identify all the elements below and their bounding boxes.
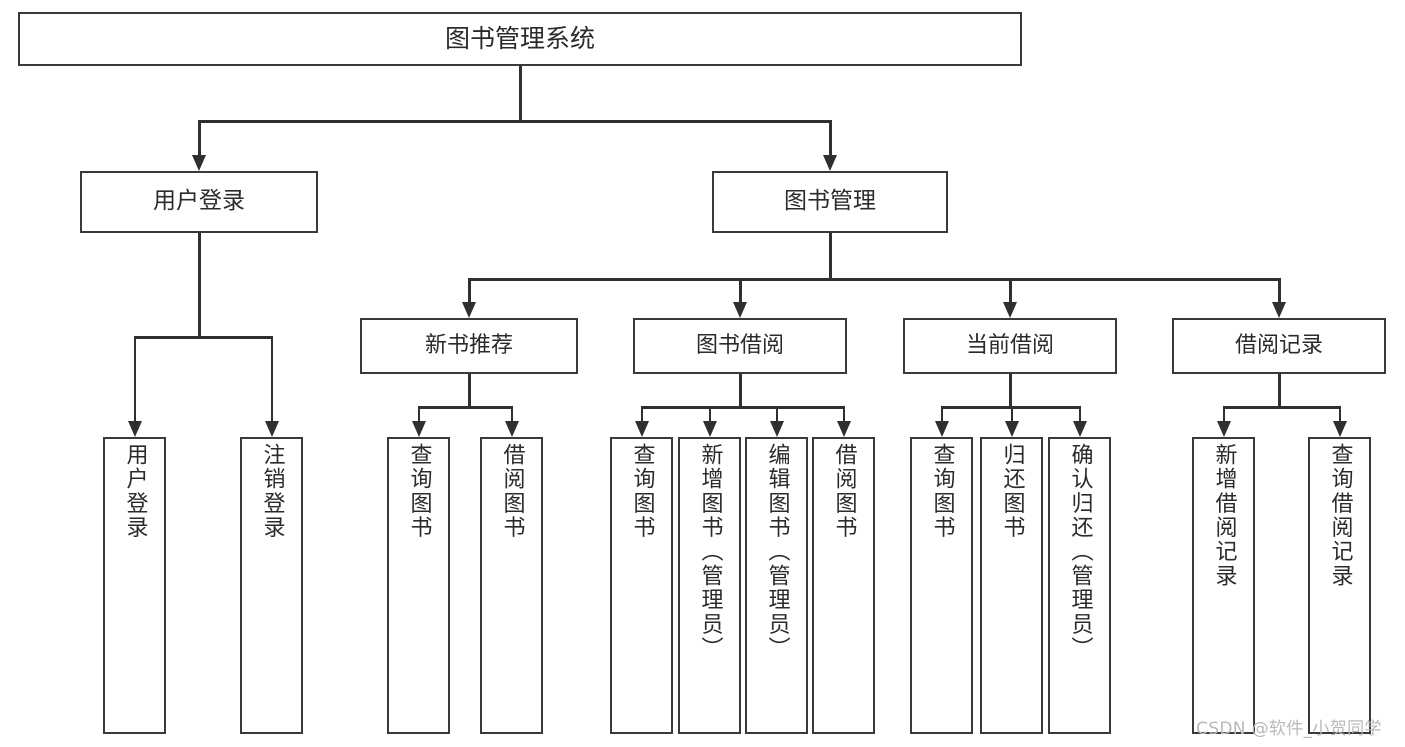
- node-leaf-add-book[interactable]: 新增图书（管理员）: [678, 437, 741, 734]
- node-label-book-manage: 图书管理: [784, 188, 876, 215]
- arrowhead-icon: [192, 155, 206, 171]
- connector-vertical: [1278, 374, 1281, 406]
- node-label-leaf-query-record: 查询借阅记录: [1327, 443, 1353, 589]
- node-label-leaf-add-record: 新增借阅记录: [1211, 443, 1237, 589]
- node-label-leaf-edit-book: 编辑图书（管理员）: [764, 443, 790, 661]
- node-label-leaf-return-book: 归还图书: [999, 443, 1025, 540]
- connector-vertical: [468, 278, 471, 302]
- arrowhead-icon: [1216, 421, 1231, 437]
- connector-vertical: [1010, 406, 1013, 421]
- node-label-borrow-record: 借阅记录: [1234, 333, 1323, 359]
- node-label-leaf-query-book-1: 查询图书: [406, 443, 432, 540]
- connector-vertical: [1338, 406, 1341, 421]
- node-leaf-borrow-book-1[interactable]: 借阅图书: [480, 437, 543, 734]
- arrowhead-icon: [702, 421, 717, 437]
- arrowhead-icon: [1332, 421, 1347, 437]
- node-current-borrow[interactable]: 当前借阅: [903, 318, 1117, 374]
- connector-vertical: [708, 406, 711, 421]
- connector-vertical: [842, 406, 845, 421]
- node-leaf-query-book-1[interactable]: 查询图书: [387, 437, 450, 734]
- arrowhead-icon: [1072, 421, 1087, 437]
- node-book-manage[interactable]: 图书管理: [712, 171, 948, 233]
- connector-vertical: [270, 336, 273, 421]
- arrowhead-icon: [836, 421, 851, 437]
- node-leaf-return-book[interactable]: 归还图书: [980, 437, 1043, 734]
- node-leaf-add-record[interactable]: 新增借阅记录: [1192, 437, 1255, 734]
- connector-vertical: [1278, 278, 1281, 302]
- connector-vertical: [775, 406, 778, 421]
- node-leaf-user-login[interactable]: 用户登录: [103, 437, 166, 734]
- connector-vertical: [829, 120, 832, 155]
- connector-horizontal: [469, 278, 1279, 281]
- arrowhead-icon: [462, 302, 476, 318]
- node-leaf-query-record[interactable]: 查询借阅记录: [1308, 437, 1371, 734]
- node-label-root: 图书管理系统: [444, 24, 595, 54]
- connector-vertical: [133, 336, 136, 421]
- node-label-leaf-user-login: 用户登录: [122, 443, 148, 540]
- connector-vertical: [198, 120, 201, 155]
- node-label-current-borrow: 当前借阅: [965, 333, 1054, 359]
- connector-horizontal: [418, 406, 512, 409]
- connector-vertical: [739, 278, 742, 302]
- arrowhead-icon: [1272, 302, 1286, 318]
- arrowhead-icon: [264, 421, 279, 437]
- connector-vertical: [519, 66, 522, 120]
- node-label-leaf-confirm-return: 确认归还（管理员）: [1067, 443, 1093, 661]
- node-label-leaf-borrow-book-1: 借阅图书: [499, 443, 525, 540]
- node-book-borrow[interactable]: 图书借阅: [633, 318, 847, 374]
- node-leaf-query-book-2[interactable]: 查询图书: [610, 437, 673, 734]
- connector-horizontal: [199, 120, 830, 123]
- node-leaf-query-book-3[interactable]: 查询图书: [910, 437, 973, 734]
- arrowhead-icon: [934, 421, 949, 437]
- node-label-user-login: 用户登录: [153, 188, 245, 215]
- arrowhead-icon: [504, 421, 519, 437]
- connector-vertical: [1009, 374, 1012, 406]
- arrowhead-icon: [411, 421, 426, 437]
- arrowhead-icon: [127, 421, 142, 437]
- node-label-leaf-query-book-3: 查询图书: [929, 443, 955, 540]
- node-leaf-logout[interactable]: 注销登录: [240, 437, 303, 734]
- node-label-book-borrow: 图书借阅: [695, 333, 784, 359]
- connector-vertical: [417, 406, 420, 421]
- connector-vertical: [510, 406, 513, 421]
- node-label-leaf-logout: 注销登录: [259, 443, 285, 540]
- connector-horizontal: [1223, 406, 1340, 409]
- node-borrow-record[interactable]: 借阅记录: [1172, 318, 1386, 374]
- node-leaf-edit-book[interactable]: 编辑图书（管理员）: [745, 437, 808, 734]
- connector-vertical: [829, 233, 832, 278]
- arrowhead-icon: [1003, 302, 1017, 318]
- node-leaf-borrow-book-2[interactable]: 借阅图书: [812, 437, 875, 734]
- node-new-book-rec[interactable]: 新书推荐: [360, 318, 578, 374]
- connector-vertical: [1222, 406, 1225, 421]
- connector-vertical: [1078, 406, 1081, 421]
- arrowhead-icon: [634, 421, 649, 437]
- node-label-leaf-borrow-book-2: 借阅图书: [831, 443, 857, 540]
- arrowhead-icon: [823, 155, 837, 171]
- node-root[interactable]: 图书管理系统: [18, 12, 1022, 66]
- node-label-leaf-add-book: 新增图书（管理员）: [697, 443, 723, 661]
- arrowhead-icon: [769, 421, 784, 437]
- connector-vertical: [198, 233, 201, 336]
- node-label-leaf-query-book-2: 查询图书: [629, 443, 655, 540]
- connector-vertical: [1009, 278, 1012, 302]
- node-user-login[interactable]: 用户登录: [80, 171, 318, 233]
- arrowhead-icon: [1004, 421, 1019, 437]
- node-leaf-confirm-return[interactable]: 确认归还（管理员）: [1048, 437, 1111, 734]
- connector-horizontal: [134, 336, 272, 339]
- arrowhead-icon: [733, 302, 747, 318]
- connector-vertical: [739, 374, 742, 406]
- connector-horizontal: [641, 406, 844, 409]
- watermark: CSDN @软件_小贺同学: [1196, 719, 1382, 739]
- connector-vertical: [640, 406, 643, 421]
- connector-vertical: [468, 374, 471, 406]
- connector-vertical: [940, 406, 943, 421]
- node-label-new-book-rec: 新书推荐: [424, 333, 513, 359]
